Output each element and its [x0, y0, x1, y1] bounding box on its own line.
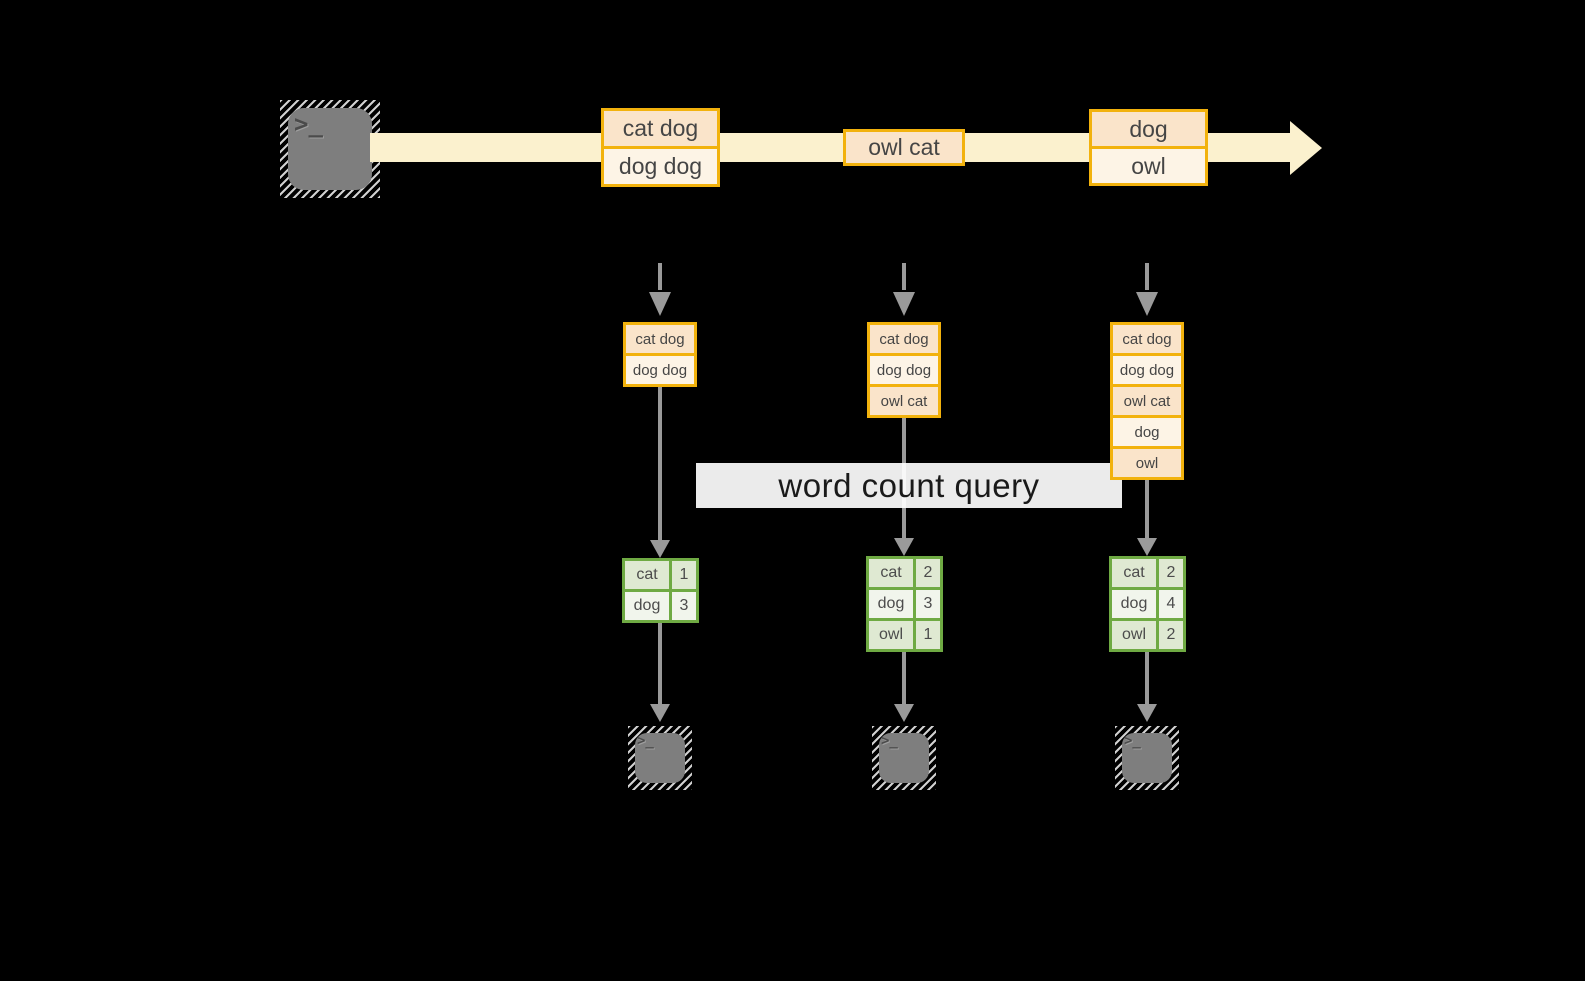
- dashed-arrow-segment: [658, 263, 662, 290]
- sink-arrow-shaft: [1145, 652, 1149, 704]
- count-cell: 2: [1159, 621, 1183, 649]
- accumulated-record: cat dog: [626, 325, 694, 353]
- word-cell: cat: [625, 561, 669, 589]
- query-arrowhead-icon: [650, 540, 670, 558]
- accumulated-record: dog dog: [1113, 353, 1181, 384]
- terminal-screen: [288, 108, 372, 190]
- accumulated-record: cat dog: [1113, 325, 1181, 353]
- accumulated-record: owl: [1113, 446, 1181, 477]
- stream-record: dog: [1092, 112, 1205, 146]
- word-cell: dog: [869, 590, 913, 618]
- word-cell: owl: [869, 621, 913, 649]
- accumulated-record: dog dog: [870, 353, 938, 384]
- count-cell: 1: [916, 621, 940, 649]
- dashed-arrow-segment: [902, 263, 906, 290]
- sink-arrowhead-icon: [1137, 704, 1157, 722]
- query-label: word count query: [778, 466, 1040, 504]
- sink-arrowhead-icon: [650, 704, 670, 722]
- terminal-screen: [1122, 733, 1172, 783]
- word-cell: owl: [1112, 621, 1156, 649]
- stream-record: cat dog: [604, 111, 717, 146]
- dashed-arrow-segment: [1145, 263, 1149, 290]
- word-cell: cat: [1112, 559, 1156, 587]
- sink-terminal-icon: >_: [1115, 726, 1179, 790]
- query-arrowhead-icon: [1137, 538, 1157, 556]
- dashed-arrowhead-icon: [1136, 292, 1158, 316]
- dashed-arrowhead-icon: [893, 292, 915, 316]
- word-cell: dog: [625, 592, 669, 620]
- word-cell: cat: [869, 559, 913, 587]
- terminal-prompt-glyph: >_: [294, 110, 323, 138]
- accumulated-record: owl cat: [870, 384, 938, 415]
- query-arrow-shaft: [658, 387, 662, 540]
- query-label-bar: word count query: [696, 463, 1122, 508]
- accumulated-record: owl cat: [1113, 384, 1181, 415]
- stream-record: dog dog: [604, 146, 717, 184]
- count-cell: 3: [916, 590, 940, 618]
- count-cell: 1: [672, 561, 696, 589]
- accumulated-record: dog: [1113, 415, 1181, 446]
- stream-record: owl: [1092, 146, 1205, 183]
- word-cell: dog: [1112, 590, 1156, 618]
- sink-arrow-shaft: [902, 652, 906, 704]
- sink-arrow-shaft: [658, 623, 662, 704]
- stream-record: owl cat: [846, 132, 962, 163]
- accumulated-record: cat dog: [870, 325, 938, 353]
- terminal-prompt-glyph: >_: [881, 733, 898, 749]
- dashed-arrowhead-icon: [649, 292, 671, 316]
- terminal-prompt-glyph: >_: [637, 733, 654, 749]
- terminal-screen: [635, 733, 685, 783]
- count-cell: 4: [1159, 590, 1183, 618]
- stream-batch-box: owl cat: [843, 129, 965, 166]
- count-cell: 2: [916, 559, 940, 587]
- count-cell: 2: [1159, 559, 1183, 587]
- sink-terminal-icon: >_: [872, 726, 936, 790]
- accumulated-record: dog dog: [626, 353, 694, 384]
- query-arrowhead-icon: [894, 538, 914, 556]
- stream-arrowhead-icon: [1290, 121, 1322, 175]
- terminal-prompt-glyph: >_: [1124, 733, 1141, 749]
- terminal-screen: [879, 733, 929, 783]
- query-arrow-shaft: [1145, 480, 1149, 538]
- sink-arrowhead-icon: [894, 704, 914, 722]
- sink-terminal-icon: >_: [628, 726, 692, 790]
- count-cell: 3: [672, 592, 696, 620]
- source-terminal-icon: >_: [280, 100, 380, 198]
